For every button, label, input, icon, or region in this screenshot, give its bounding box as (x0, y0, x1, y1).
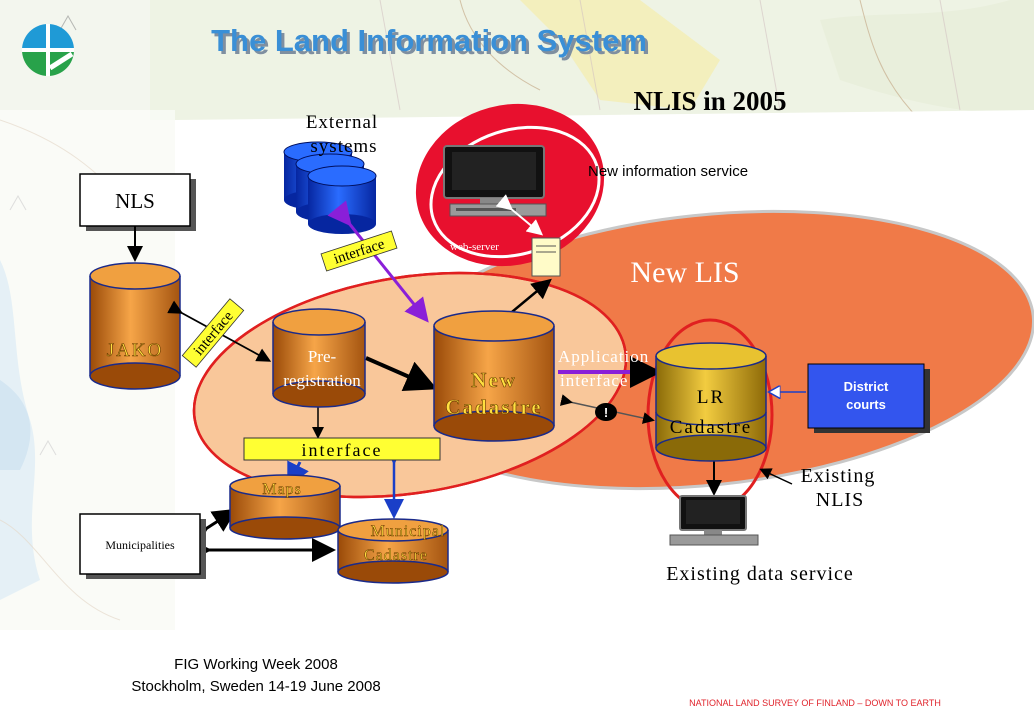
jako-cylinder (89, 262, 181, 390)
municipal-cadastre-label-1: Municipal (371, 523, 446, 540)
preregistration-cylinder (272, 308, 366, 408)
external-systems-label-2: systems (310, 136, 377, 157)
new-cadastre-cylinder (433, 310, 555, 442)
existing-nlis-label-1: Existing (801, 465, 876, 487)
lr-label: LR (697, 387, 725, 408)
footer-event: FIG Working Week 2008 (174, 656, 338, 673)
municipalities-label: Municipalities (105, 538, 175, 552)
municipalities-box (79, 513, 201, 575)
district-courts-label-1: District (844, 379, 889, 394)
district-courts-box (807, 363, 925, 429)
existing-data-service-label: Existing data service (666, 563, 854, 585)
footer-organisation: NATIONAL LAND SURVEY OF FINLAND – DOWN T… (689, 698, 941, 708)
interface-bar-label: interface (302, 440, 383, 460)
lr-cadastre-cylinder (655, 342, 767, 462)
jako-label: JAKO (107, 340, 164, 361)
web-server-link (495, 194, 544, 236)
new-cadastre-label-1: New (471, 368, 517, 392)
interface-bar (243, 437, 441, 461)
existing-computer-icon (669, 495, 759, 546)
application-interface-label-2: interface (560, 371, 628, 390)
slide-title-shadow: The Land Information System (214, 26, 650, 61)
footer-location: Stockholm, Sweden 14-19 June 2008 (131, 678, 380, 695)
external-systems-label-1: External (306, 112, 378, 133)
nls-label: NLS (115, 189, 155, 213)
external-interface-arrow (327, 200, 429, 323)
preregistration-label-2: registration (283, 371, 361, 390)
lr-cadastre-label: Cadastre (670, 417, 752, 438)
municipal-cadastre-cylinder (337, 518, 449, 584)
existing-nlis-label-2: NLIS (816, 489, 864, 511)
maps-label: Maps (262, 481, 302, 498)
slide-subtitle: NLIS in 2005 (633, 86, 786, 116)
application-interface-label-1: Application (558, 347, 649, 366)
new-lis-label: New LIS (630, 256, 739, 289)
web-server-label: web-server (450, 241, 499, 253)
new-cadastre-label-2: Cadastre (445, 395, 542, 419)
nls-logo-icon (22, 24, 74, 76)
slide-title: The Land Information System (211, 23, 647, 58)
maps-cylinder (229, 474, 341, 540)
warning-icon (595, 403, 617, 421)
new-info-service-label: New information service (588, 163, 748, 180)
preregistration-label-1: Pre- (308, 347, 337, 366)
municipalities-maps-arrow (182, 508, 238, 550)
warning-mark: ! (604, 405, 608, 420)
existing-nlis-pointer (759, 468, 793, 485)
district-courts-label-2: courts (846, 397, 886, 412)
web-server-icon (531, 237, 561, 277)
jako-prereg-arrow (167, 300, 272, 362)
nls-box (79, 173, 191, 227)
prereg-to-cadastre-arrow (365, 356, 438, 392)
municipal-cadastre-label-2: Cadastre (364, 547, 428, 564)
computer-icon (443, 145, 547, 217)
